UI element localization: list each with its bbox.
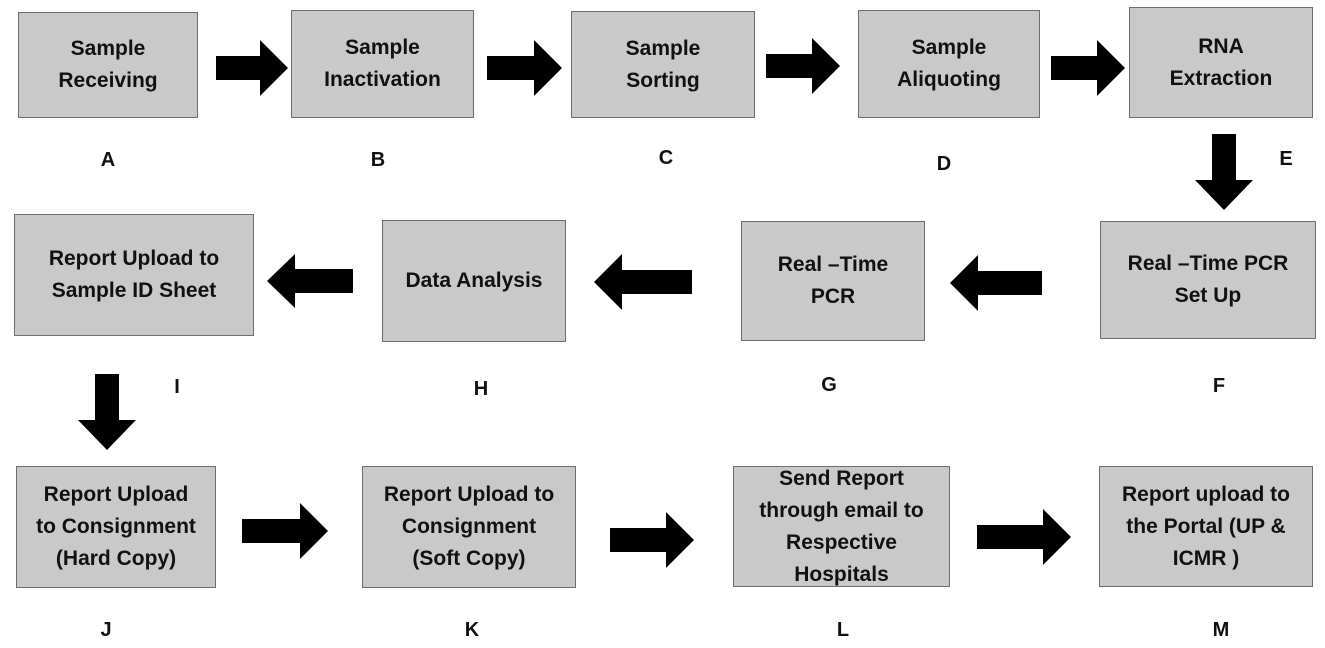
step-letter-d: D: [936, 153, 952, 175]
arrow-right-icon: [766, 38, 840, 94]
arrow-left-icon: [950, 255, 1042, 311]
step-box-m: Report upload to the Portal (UP & ICMR ): [1099, 466, 1313, 587]
arrow-right-icon: [1051, 40, 1125, 96]
step-box-d: Sample Aliquoting: [858, 10, 1040, 118]
step-letter-c: C: [658, 147, 674, 169]
step-label-c: Sample Sorting: [625, 36, 701, 92]
step-letter-j: J: [100, 619, 112, 641]
step-label-m: Report upload to the Portal (UP & ICMR ): [1122, 482, 1290, 570]
step-box-f: Real –Time PCR Set Up: [1100, 221, 1316, 339]
step-letter-a: A: [100, 149, 116, 171]
step-letter-m: M: [1212, 619, 1230, 641]
step-label-k: Report Upload to Consignment (Soft Copy): [383, 483, 555, 570]
step-box-b: Sample Inactivation: [291, 10, 474, 118]
arrow-down-icon: [1195, 134, 1253, 210]
step-label-f: Real –Time PCR Set Up: [1127, 252, 1289, 307]
step-label-i: Report Upload to Sample ID Sheet: [48, 247, 220, 302]
arrow-down-icon: [78, 374, 136, 450]
step-label-e: RNA Extraction: [1169, 34, 1273, 90]
step-letter-h: H: [473, 378, 489, 400]
step-box-a: Sample Receiving: [18, 12, 198, 118]
step-letter-l: L: [836, 619, 850, 641]
arrow-left-icon: [594, 254, 692, 310]
step-box-l: Send Report through email to Respective …: [733, 466, 950, 587]
arrow-right-icon: [216, 40, 288, 96]
step-label-b: Sample Inactivation: [324, 36, 441, 91]
step-box-j: Report Upload to Consignment (Hard Copy): [16, 466, 216, 588]
step-letter-f: F: [1212, 375, 1226, 397]
step-label-d: Sample Aliquoting: [897, 36, 1001, 91]
step-letter-i: I: [174, 376, 180, 398]
step-label-h: Data Analysis: [405, 269, 543, 292]
arrow-right-icon: [610, 512, 694, 568]
step-label-g: Real –Time PCR: [777, 253, 889, 308]
step-label-a: Sample Receiving: [58, 37, 158, 92]
step-box-g: Real –Time PCR: [741, 221, 925, 341]
arrow-right-icon: [242, 503, 328, 559]
step-box-c: Sample Sorting: [571, 11, 755, 118]
step-box-e: RNA Extraction: [1129, 7, 1313, 118]
step-box-k: Report Upload to Consignment (Soft Copy): [362, 466, 576, 588]
arrow-right-icon: [487, 40, 562, 96]
step-letter-k: K: [464, 619, 480, 641]
step-letter-b: B: [370, 149, 386, 171]
step-label-l: Send Report through email to Respective …: [759, 466, 924, 586]
step-letter-e: E: [1279, 148, 1293, 170]
arrow-right-icon: [977, 509, 1071, 565]
arrow-left-icon: [267, 254, 353, 308]
step-label-j: Report Upload to Consignment (Hard Copy): [36, 483, 196, 570]
step-letter-g: G: [821, 374, 837, 396]
step-box-i: Report Upload to Sample ID Sheet: [14, 214, 254, 336]
step-box-h: Data Analysis: [382, 220, 566, 342]
